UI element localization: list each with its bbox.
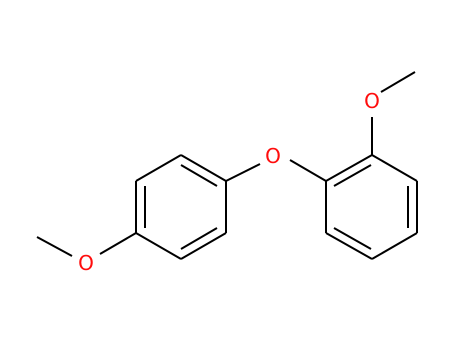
bond [135, 232, 182, 260]
bond [289, 159, 327, 182]
left-methoxy-group: O [36, 232, 137, 275]
bond [180, 232, 227, 260]
bond-double-inner [180, 164, 218, 187]
bond [180, 154, 227, 182]
atom-label-o-left: O [78, 251, 94, 275]
bond-double-inner [333, 164, 372, 187]
atom-label-o-bridge: O [265, 144, 281, 168]
bond [371, 154, 418, 182]
bond [225, 163, 261, 182]
bond [380, 71, 416, 93]
bond [36, 236, 73, 257]
bond [325, 232, 373, 260]
bond-double-inner [333, 227, 372, 250]
left-benzene-ring [135, 154, 227, 260]
atom-label-o-top: O [364, 89, 380, 113]
bond [371, 232, 418, 260]
bond [135, 154, 182, 182]
bond [325, 154, 373, 182]
right-benzene-ring [325, 154, 418, 260]
bond [99, 232, 137, 255]
bond-double-inner [180, 227, 218, 250]
ether-bridge: O [225, 144, 327, 182]
top-methoxy-group: O [364, 71, 416, 155]
